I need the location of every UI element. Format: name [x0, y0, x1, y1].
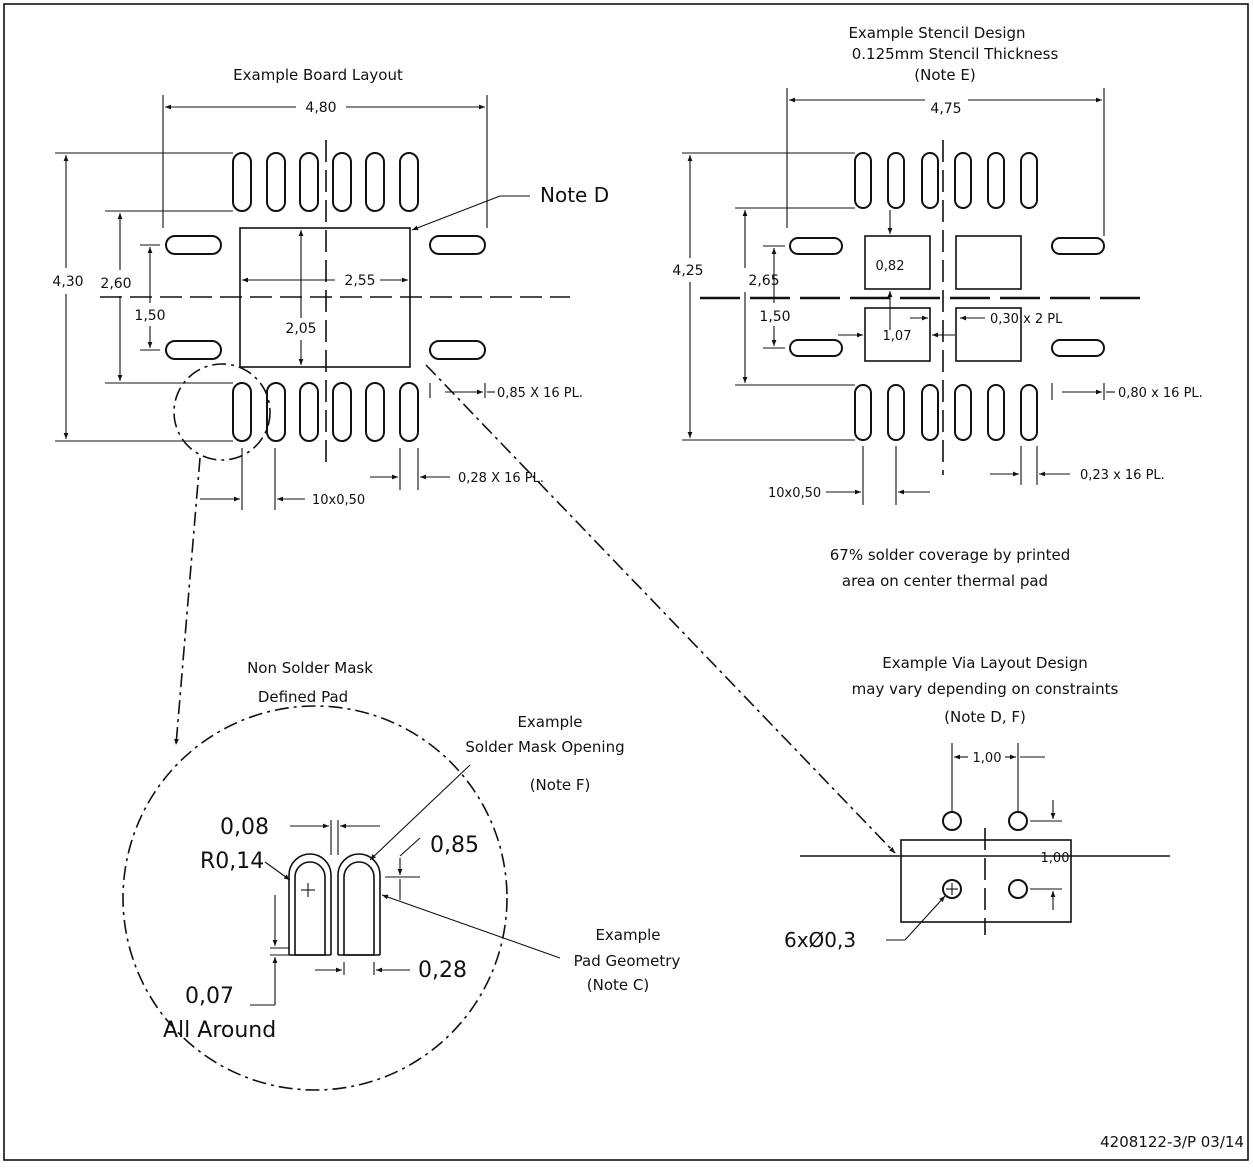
detail-opening-3: (Note F) — [530, 776, 591, 794]
detail-geometry-2: Pad Geometry — [574, 952, 681, 970]
detail-dim-radius: R0,14 — [200, 849, 264, 874]
detail-title-1: Non Solder Mask — [247, 659, 373, 677]
via-title-3: (Note D, F) — [944, 708, 1026, 726]
stencil-title-2: 0.125mm Stencil Thickness — [852, 45, 1059, 63]
stencil-coverage-2: area on center thermal pad — [842, 572, 1048, 590]
detail-mask-opening-left — [288, 853, 332, 955]
detail-geometry-1: Example — [595, 926, 660, 944]
detail-callout-circle — [173, 363, 271, 461]
via-title-2: may vary depending on constraints — [852, 680, 1119, 698]
board-title: Example Board Layout — [233, 66, 403, 84]
via-dim-pitch-x: 1,00 — [973, 751, 1002, 766]
detail-mask-opening-right — [337, 853, 381, 955]
detail-dim-gap: 0,08 — [220, 815, 269, 840]
via-dim-pitch-y: 1,00 — [1041, 851, 1070, 866]
stencil-side-leads — [789, 237, 1105, 357]
stencil-dim-lead-width: 0,23 x 16 PL. — [1080, 468, 1165, 483]
board-dim-pad-width: 2,55 — [344, 273, 375, 289]
via-layout: Example Via Layout Design may vary depen… — [784, 654, 1170, 952]
board-dim-height: 4,30 — [52, 274, 83, 290]
drawing-number: 4208122-3/P 03/14 — [1100, 1133, 1244, 1151]
detail-title-2: Defined Pad — [258, 688, 348, 706]
detail-circle — [122, 705, 508, 1091]
via-pad — [900, 839, 1072, 923]
pad-detail: Non Solder Mask Defined Pad Example Sold… — [122, 659, 681, 1091]
via-hole — [1008, 879, 1028, 899]
detail-leader — [174, 457, 201, 746]
stencil-thermal-apertures — [864, 235, 1022, 362]
board-top-leads — [232, 152, 419, 212]
via-hole — [1008, 811, 1028, 831]
stencil-dim-square: 0,82 — [876, 259, 905, 274]
stencil-dim-gap: 0,30 x 2 PL — [990, 312, 1063, 327]
stencil-dim-width: 4,75 — [930, 101, 961, 117]
stencil-dim-lead-length: 0,80 x 16 PL. — [1118, 386, 1203, 401]
board-side-leads — [165, 235, 486, 360]
stencil-dim-lead-pitch: 10x0,50 — [768, 486, 821, 501]
board-dim-width: 4,80 — [305, 100, 336, 116]
board-layout: Example Board Layout 4,80 — [52, 66, 609, 510]
stencil-bottom-leads — [854, 384, 1038, 441]
board-dim-lead-length: 0,85 X 16 PL. — [497, 386, 583, 401]
stencil-coverage-1: 67% solder coverage by printed — [830, 546, 1071, 564]
board-dim-inner-height: 2,60 — [100, 276, 131, 292]
detail-dim-length: 0,85 — [430, 833, 479, 858]
detail-clearance-note: All Around — [163, 1018, 276, 1043]
stencil-title-3: (Note E) — [914, 66, 975, 84]
detail-geometry-3: (Note C) — [587, 976, 649, 994]
board-dim-lead-pitch: 10x0,50 — [312, 493, 365, 508]
board-note-d: Note D — [540, 183, 609, 207]
detail-opening-2: Solder Mask Opening — [465, 738, 624, 756]
detail-opening-1: Example — [517, 713, 582, 731]
detail-dim-clearance: 0,07 — [185, 984, 234, 1009]
via-spec: 6xØ0,3 — [784, 928, 856, 952]
board-bottom-leads — [232, 382, 419, 442]
via-hole — [942, 811, 962, 831]
via-leader — [425, 364, 896, 854]
stencil-design: Example Stencil Design 0.125mm Stencil T… — [672, 24, 1202, 590]
stencil-dim-inner-height: 2,65 — [748, 273, 779, 289]
stencil-top-leads — [854, 152, 1038, 209]
board-dim-lead-width: 0,28 X 16 PL. — [458, 471, 544, 486]
stencil-dim-side-pitch: 1,50 — [759, 309, 790, 325]
stencil-title-1: Example Stencil Design — [848, 24, 1025, 42]
board-dim-pad-height: 2,05 — [285, 321, 316, 337]
drawing-border — [3, 3, 1249, 1161]
via-title-1: Example Via Layout Design — [882, 654, 1087, 672]
detail-dim-width: 0,28 — [418, 958, 467, 983]
stencil-dim-square-width: 1,07 — [883, 329, 912, 344]
board-dim-side-pitch: 1,50 — [134, 308, 165, 324]
stencil-dim-height: 4,25 — [672, 263, 703, 279]
